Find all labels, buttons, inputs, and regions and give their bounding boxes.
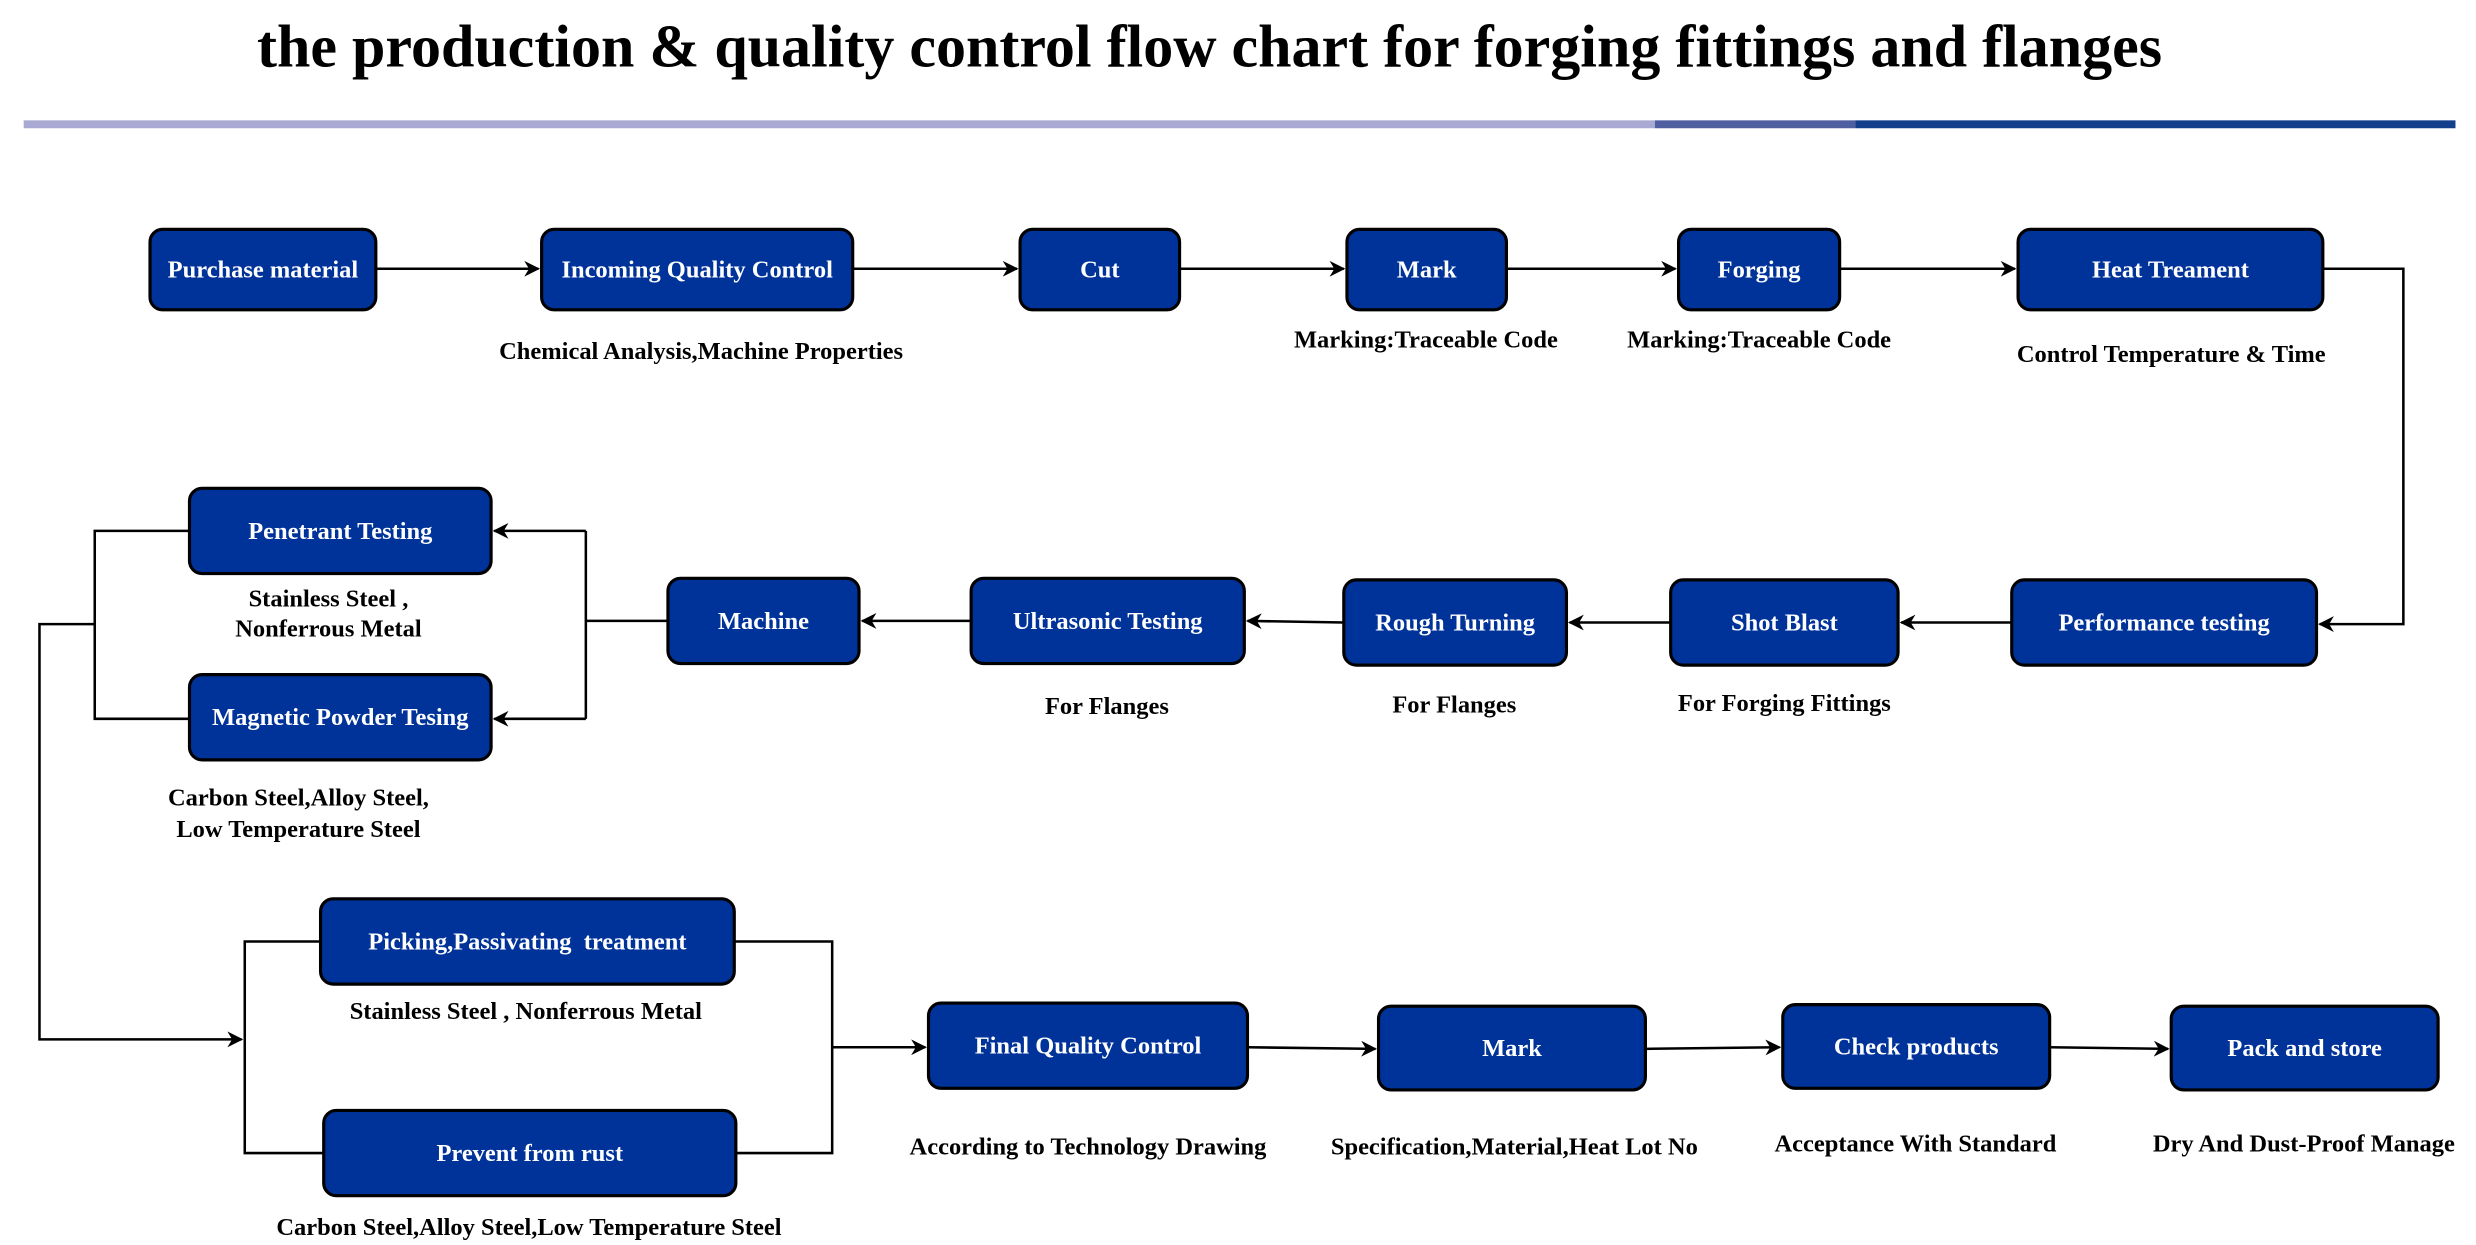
- step-note: According to Technology Drawing: [910, 1134, 1267, 1161]
- step-label: Forging: [1718, 256, 1801, 283]
- step-note: Chemical Analysis,Machine Properties: [499, 338, 903, 365]
- step-pack-and-store: Pack and store: [2169, 1004, 2440, 1092]
- bracket-connector: [243, 940, 324, 1155]
- step-note: Carbon Steel,Alloy Steel,Low Temperature…: [276, 1214, 781, 1241]
- step-shot-blast: Shot Blast: [1669, 578, 1900, 667]
- step-prevent-from-rust: Prevent from rust: [322, 1108, 738, 1198]
- step-note: Stainless Steel , Nonferrous Metal: [350, 998, 702, 1025]
- arrow-connector: [1247, 1040, 1377, 1057]
- step-box: [1018, 227, 1182, 312]
- step-mark: Mark: [1376, 1004, 1647, 1092]
- step-note: Low Temperature Steel: [176, 816, 420, 843]
- step-check-products: Check products: [1781, 1003, 2052, 1090]
- arrow-connector: [1645, 1039, 1782, 1056]
- step-label: Final Quality Control: [975, 1033, 1202, 1060]
- arrow-connector: [38, 622, 244, 1048]
- bracket-connector: [93, 529, 190, 721]
- step-label: Heat Treament: [2092, 256, 2250, 283]
- step-magnetic-powder-tesing: Magnetic Powder Tesing: [187, 673, 493, 762]
- step-box: [148, 227, 378, 312]
- step-note: Dry And Dust-Proof Manage: [2153, 1130, 2455, 1157]
- step-picking-passivating-treatment: Picking,Passivating treatment: [318, 897, 736, 986]
- step-box: [2010, 578, 2319, 667]
- step-note: Marking:Traceable Code: [1294, 327, 1558, 354]
- step-ultrasonic-testing: Ultrasonic Testing: [969, 576, 1246, 666]
- step-label: Rough Turning: [1375, 609, 1535, 636]
- step-forging: Forging: [1676, 227, 1842, 312]
- step-purchase-material: Purchase material: [148, 227, 378, 312]
- step-performance-testing: Performance testing: [2010, 578, 2319, 667]
- step-label: Purchase material: [168, 256, 359, 283]
- header-divider: [23, 120, 2456, 129]
- step-note: For Forging Fittings: [1678, 690, 1891, 717]
- step-box: [322, 1108, 738, 1198]
- step-box: [926, 1001, 1250, 1090]
- step-label: Prevent from rust: [436, 1140, 623, 1167]
- step-label: Performance testing: [2058, 609, 2269, 636]
- connectors: [38, 260, 2405, 1155]
- step-box: [666, 576, 861, 666]
- step-label: Ultrasonic Testing: [1013, 608, 1203, 635]
- step-box: [2169, 1004, 2440, 1092]
- step-label: Pack and store: [2227, 1035, 2382, 1062]
- step-box: [1376, 1004, 1647, 1092]
- step-label: Penetrant Testing: [248, 518, 432, 545]
- step-incoming-quality-control: Incoming Quality Control: [540, 227, 855, 312]
- step-mark: Mark: [1345, 227, 1509, 312]
- step-box: [1669, 578, 1900, 667]
- step-note: Carbon Steel,Alloy Steel,: [168, 785, 429, 812]
- step-label: Incoming Quality Control: [561, 256, 833, 283]
- arrow-connector: [2318, 267, 2405, 632]
- step-label: Check products: [1834, 1033, 1999, 1060]
- step-box: [1781, 1003, 2052, 1090]
- step-note: Control Temperature & Time: [2017, 341, 2326, 368]
- step-label: Shot Blast: [1731, 609, 1839, 636]
- step-note: For Flanges: [1045, 693, 1169, 720]
- step-cut: Cut: [1018, 227, 1182, 312]
- bracket-connector: [734, 940, 834, 1155]
- step-note: Specification,Material,Heat Lot No: [1331, 1134, 1698, 1161]
- step-heat-treament: Heat Treament: [2016, 227, 2325, 312]
- step-note: Marking:Traceable Code: [1627, 327, 1891, 354]
- step-label: Mark: [1482, 1035, 1542, 1062]
- arrow-connector: [2049, 1040, 2170, 1057]
- step-box: [969, 576, 1246, 666]
- step-final-quality-control: Final Quality Control: [926, 1001, 1250, 1090]
- step-box: [540, 227, 855, 312]
- page-title: the production & quality control flow ch…: [257, 14, 2162, 80]
- step-rough-turning: Rough Turning: [1342, 578, 1569, 667]
- step-box: [2016, 227, 2325, 312]
- step-note: Nonferrous Metal: [235, 616, 422, 643]
- step-label: Machine: [718, 608, 809, 635]
- step-box: [187, 486, 493, 576]
- step-note: Stainless Steel ,: [249, 586, 409, 613]
- step-note: Acceptance With Standard: [1774, 1130, 2056, 1157]
- arrow-connector: [1245, 613, 1344, 630]
- step-box: [318, 897, 736, 986]
- step-box: [187, 673, 493, 762]
- step-machine: Machine: [666, 576, 861, 666]
- step-box: [1676, 227, 1842, 312]
- step-note: For Flanges: [1392, 692, 1516, 719]
- step-label: Magnetic Powder Tesing: [212, 704, 468, 731]
- step-label: Picking,Passivating treatment: [368, 928, 687, 955]
- step-label: Cut: [1080, 256, 1120, 283]
- step-penetrant-testing: Penetrant Testing: [187, 486, 493, 576]
- step-label: Mark: [1397, 256, 1457, 283]
- step-box: [1342, 578, 1569, 667]
- step-box: [1345, 227, 1509, 312]
